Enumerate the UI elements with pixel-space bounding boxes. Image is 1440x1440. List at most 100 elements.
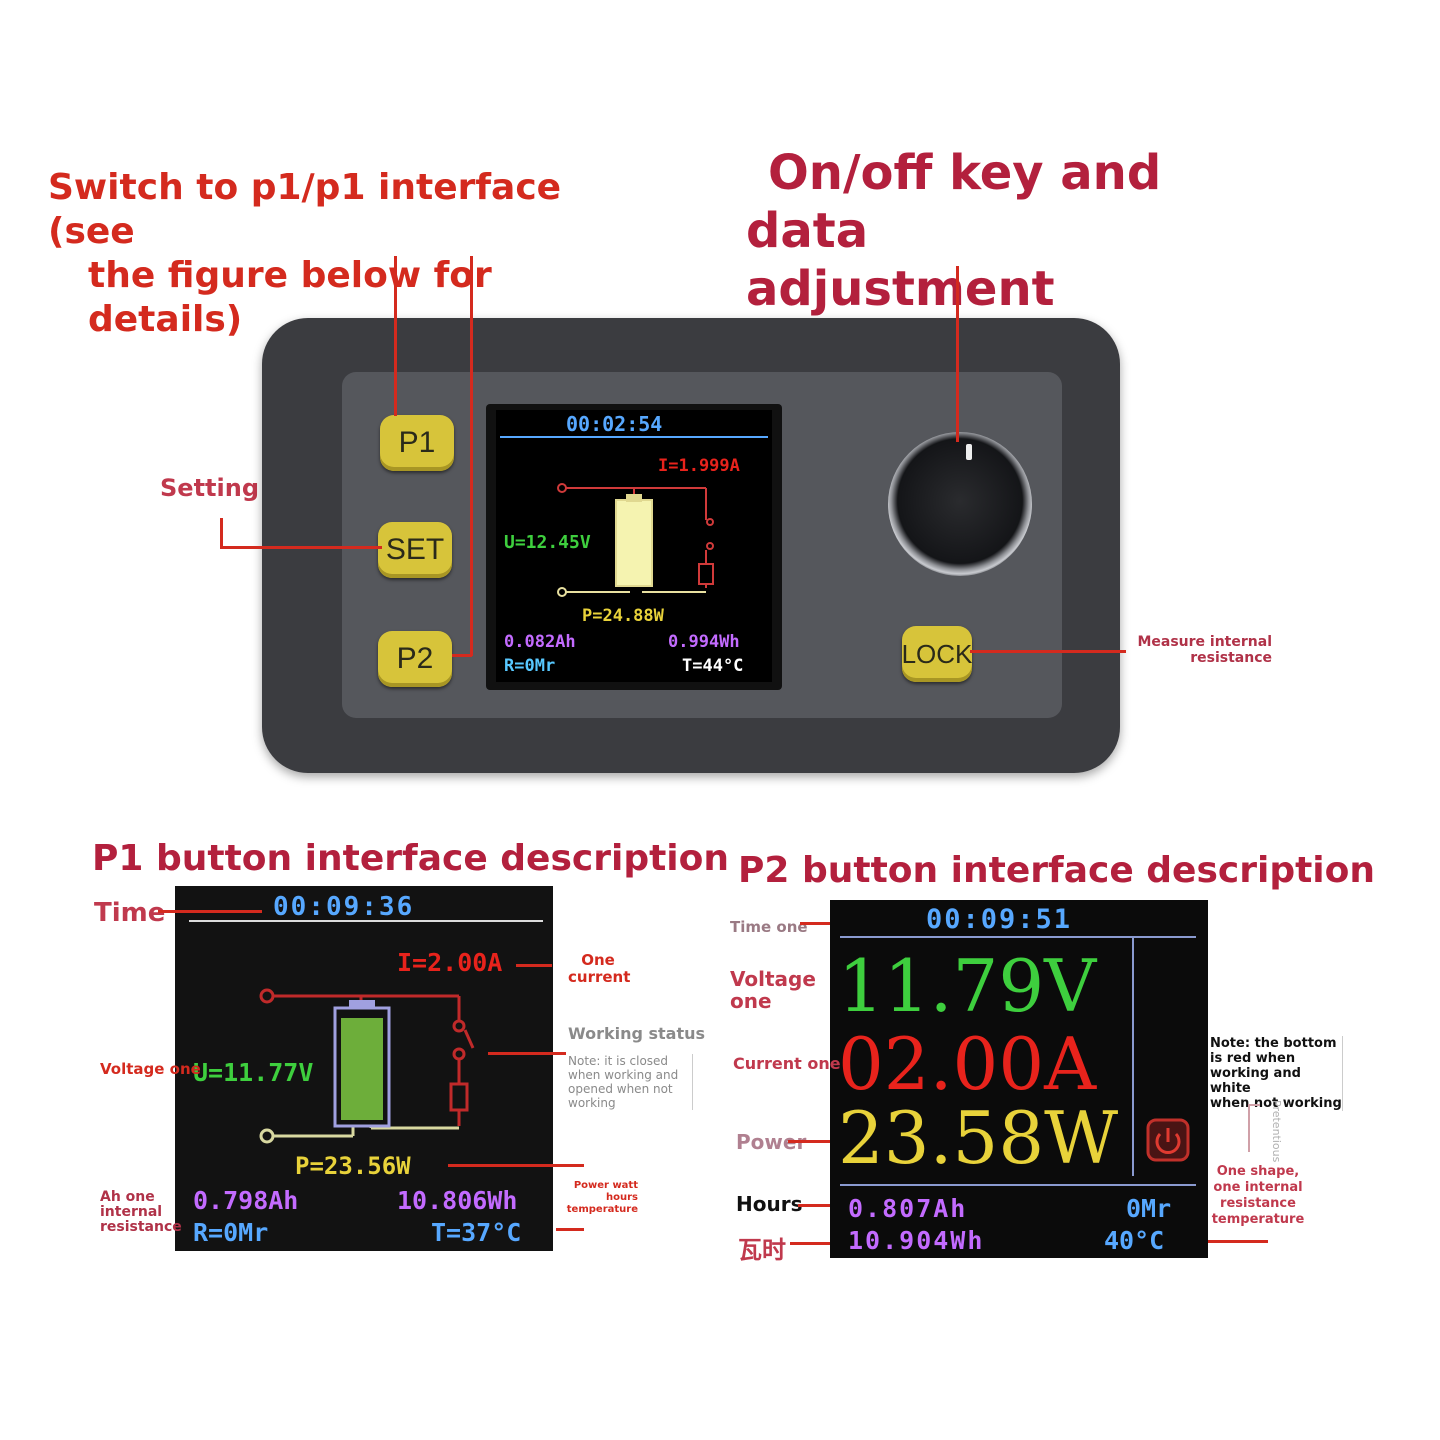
device-power: P=24.88W bbox=[582, 606, 664, 626]
p2-current-label: Current one bbox=[733, 1054, 841, 1073]
p2-wh: 10.904Wh bbox=[848, 1226, 985, 1255]
p2-watt-hours-line bbox=[790, 1242, 830, 1245]
p2-note-line1: Note: the bottom bbox=[1210, 1036, 1337, 1051]
p1-current-label-line2: current bbox=[568, 968, 631, 986]
device-current: I=1.999A bbox=[658, 456, 740, 476]
p2-button[interactable]: P2 bbox=[378, 631, 452, 687]
p2-hours-label: Hours bbox=[736, 1192, 803, 1216]
set-button[interactable]: SET bbox=[378, 522, 452, 578]
device-battery-circuit bbox=[557, 483, 714, 597]
p2-shape-label-line4: temperature bbox=[1211, 1212, 1305, 1227]
p1-working-status-label: Working status bbox=[568, 1024, 706, 1043]
knob-leader-line bbox=[956, 266, 959, 442]
p1-power-label-line1: Power watt bbox=[573, 1180, 638, 1191]
left-title: Switch to p1/p1 interface (see the figur… bbox=[48, 166, 648, 342]
lock-description: Measure internal resistance bbox=[1126, 634, 1272, 666]
p2-time: 00:09:51 bbox=[926, 904, 1073, 935]
p2-note-bracket bbox=[1248, 1104, 1260, 1152]
setting-label: Setting bbox=[160, 474, 259, 502]
p2-note-line4: when not working bbox=[1210, 1096, 1342, 1111]
p1-time: 00:09:36 bbox=[273, 892, 415, 922]
p2-temperature-line bbox=[1208, 1240, 1268, 1243]
p1-ah-label-line3: resistance bbox=[100, 1219, 182, 1235]
p1-wh: 10.806Wh bbox=[397, 1186, 518, 1215]
p1-time-label: Time bbox=[94, 898, 166, 928]
p2-time-label: Time one bbox=[730, 918, 808, 936]
p1-power-label-line3: temperature bbox=[566, 1204, 638, 1215]
p1-voltage-label: Voltage one bbox=[100, 1060, 201, 1078]
right-title-line1: On/off key and bbox=[768, 145, 1162, 201]
lock-description-line1: Measure internal bbox=[1137, 634, 1272, 650]
p2-bottom-divider bbox=[840, 1184, 1196, 1186]
p1-temperature-line bbox=[556, 1228, 584, 1231]
p1-current-label-line1: One bbox=[581, 951, 615, 969]
device-voltage: U=12.45V bbox=[504, 532, 591, 553]
p2-note: Note: the bottom is red when working and… bbox=[1210, 1036, 1343, 1111]
p2-time-divider bbox=[840, 936, 1196, 938]
right-title: On/off key and data adjustment bbox=[746, 144, 1186, 318]
p1-note: Note: it is closed when working and open… bbox=[568, 1054, 693, 1110]
left-title-line2: the figure below for details) bbox=[88, 255, 492, 340]
power-status-icon bbox=[1146, 1118, 1190, 1162]
p2-power-line bbox=[788, 1140, 830, 1143]
p1-screen: 00:09:36 I=2.00A U=11.77V P=23.56W 0.798… bbox=[175, 886, 553, 1251]
p2-hours-line bbox=[798, 1204, 830, 1207]
p1-power-line bbox=[448, 1164, 584, 1167]
lock-button[interactable]: LOCK bbox=[902, 626, 972, 682]
p1-power-label-line2: hours bbox=[606, 1192, 638, 1203]
rotary-knob[interactable] bbox=[888, 432, 1032, 576]
p1-note-line4: working bbox=[568, 1096, 616, 1110]
p2-section-title: P2 button interface description bbox=[738, 850, 1375, 891]
p1-temperature: T=37°C bbox=[431, 1218, 522, 1247]
device-battery-body bbox=[615, 499, 653, 587]
p2-leader-stub bbox=[452, 654, 472, 657]
p2-note-line2: is red when bbox=[1210, 1051, 1296, 1066]
p1-time-line bbox=[158, 910, 262, 913]
knob-indicator bbox=[966, 444, 972, 460]
lock-leader-line bbox=[970, 650, 1126, 653]
p2-screen: 00:09:51 11.79V 02.00A 23.58W 0.807Ah 0M… bbox=[830, 900, 1208, 1258]
p2-shape-label-line3: resistance bbox=[1220, 1196, 1296, 1211]
device-temperature: T=44°C bbox=[682, 656, 744, 676]
p2-ah: 0.807Ah bbox=[848, 1194, 968, 1223]
p1-button[interactable]: P1 bbox=[380, 415, 454, 471]
p1-leader-line bbox=[394, 256, 397, 416]
p2-note-line3: working and white bbox=[1210, 1066, 1301, 1096]
right-title-line2: data adjustment bbox=[746, 203, 1055, 317]
p1-power: P=23.56W bbox=[295, 1152, 411, 1180]
p2-shape-label-line2: one internal bbox=[1213, 1180, 1303, 1195]
p2-shape-label-line1: One shape, bbox=[1216, 1164, 1300, 1179]
p1-note-line2: when working and bbox=[568, 1068, 679, 1082]
p1-note-line3: opened when not bbox=[568, 1082, 673, 1096]
p1-working-status-line bbox=[488, 1052, 566, 1055]
p1-resistance: R=0Mr bbox=[193, 1218, 269, 1247]
p2-time-line bbox=[800, 922, 830, 925]
p2-voltage-label-line1: Voltage bbox=[730, 967, 816, 991]
p2-resistance: 0Mr bbox=[1126, 1194, 1172, 1223]
set-leader-horizontal bbox=[220, 546, 382, 549]
p2-leader-line bbox=[470, 256, 473, 656]
device-screen-display: 00:02:54 I=1.999A U=12.45V P=24.88W 0.08… bbox=[496, 410, 772, 682]
p2-voltage: 11.79V bbox=[838, 944, 1097, 1028]
p1-current-label: One current bbox=[568, 951, 631, 986]
device-ah: 0.082Ah bbox=[504, 632, 576, 652]
p1-note-line1: Note: it is closed bbox=[568, 1054, 669, 1068]
left-title-line1: Switch to p1/p1 interface (see bbox=[48, 167, 562, 252]
p1-current: I=2.00A bbox=[397, 948, 503, 977]
p1-voltage: U=11.77V bbox=[193, 1058, 314, 1087]
p1-ah: 0.798Ah bbox=[193, 1186, 299, 1215]
p1-ah-label-line1: Ah one bbox=[100, 1189, 155, 1205]
p2-temperature: 40°C bbox=[1104, 1226, 1165, 1255]
set-leader-vertical bbox=[220, 518, 223, 548]
p2-current: 02.00A bbox=[838, 1022, 1097, 1106]
p1-time-divider bbox=[189, 920, 543, 922]
p2-vertical-divider bbox=[1132, 938, 1134, 1176]
device-time-divider bbox=[500, 436, 768, 438]
p1-current-line bbox=[516, 964, 552, 967]
p1-ah-label-line2: internal bbox=[100, 1204, 163, 1220]
p2-shape-label: One shape, one internal resistance tempe… bbox=[1206, 1164, 1310, 1228]
p2-watt-hours-label: 瓦时 bbox=[738, 1235, 786, 1264]
p1-battery-fill bbox=[341, 1018, 383, 1120]
p2-side-vertical-text: Pretentious bbox=[1270, 1100, 1283, 1163]
p2-power: 23.58W bbox=[838, 1096, 1119, 1180]
